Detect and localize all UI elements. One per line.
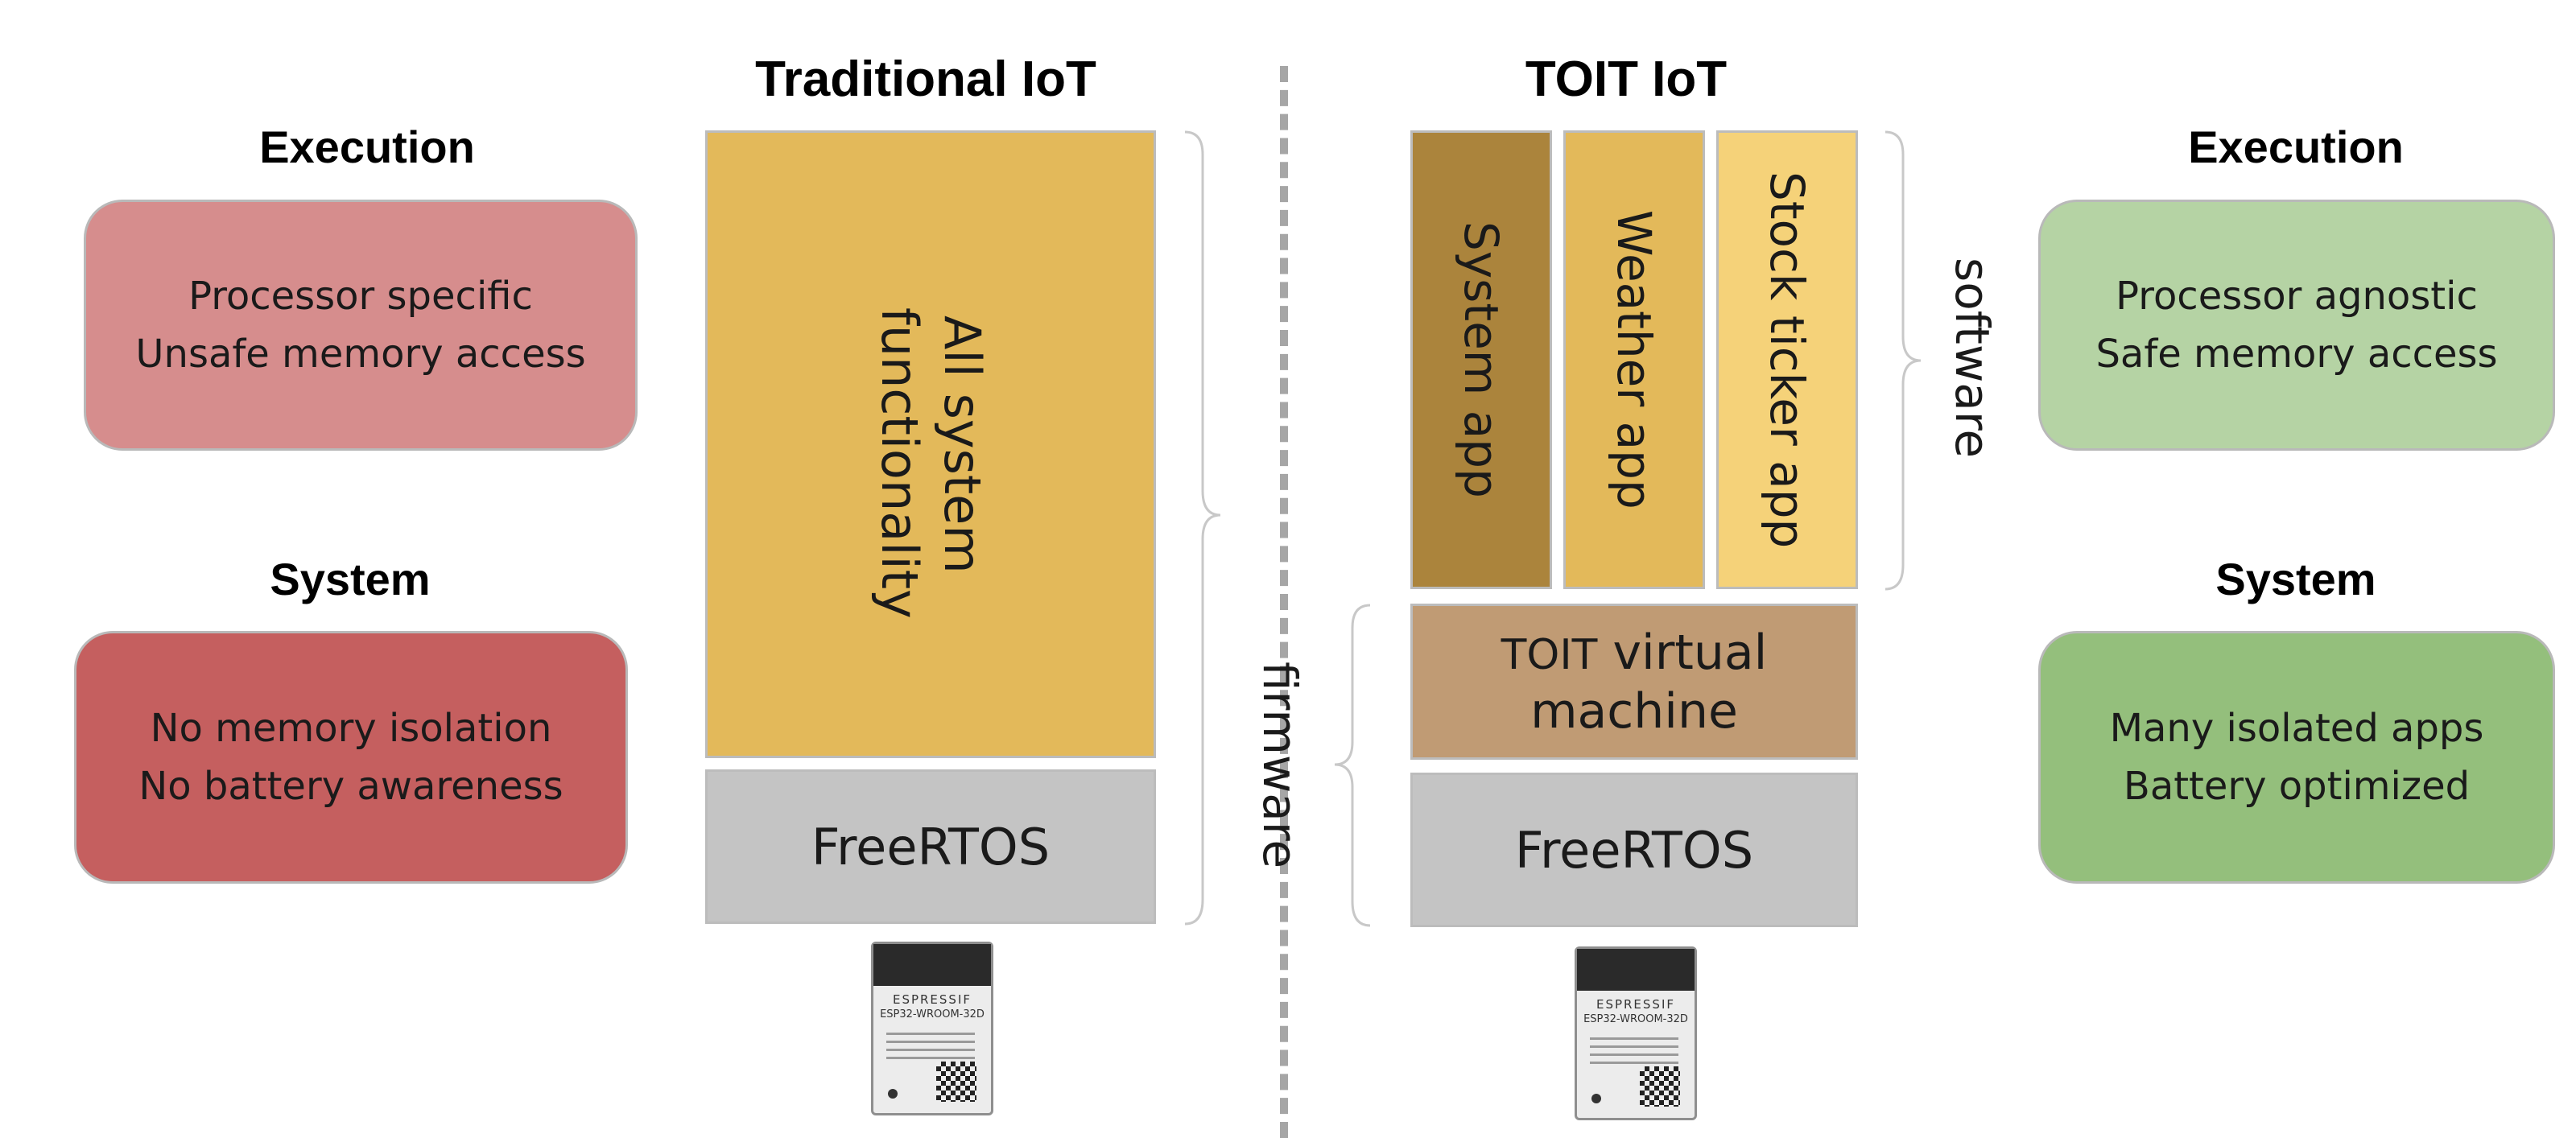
right-system-card: Many isolated apps Battery optimized [2038, 631, 2555, 884]
left-system-card: No memory isolation No battery awareness [74, 631, 628, 884]
chip-model: ESP32-WROOM-32D [880, 1008, 985, 1020]
system-app-block: System app [1410, 130, 1552, 589]
right-system-line-2: Battery optimized [2123, 764, 2471, 809]
chip-text-lines [886, 1033, 975, 1065]
left-execution-line-2: Unsafe memory access [135, 332, 586, 377]
left-firmware-brace [1184, 130, 1221, 926]
right-system-heading: System [2215, 554, 2376, 604]
chip-text-lines [1590, 1037, 1678, 1070]
right-firmware-brace [1334, 604, 1371, 927]
right-execution-heading: Execution [2188, 122, 2404, 172]
chip-brand: ESPRESSIF [892, 992, 972, 1007]
weather-app-label: Weather app [1607, 210, 1662, 509]
left-freertos-block: FreeRTOS [705, 769, 1156, 924]
chip-qr-code [936, 1062, 976, 1102]
system-app-label: System app [1454, 221, 1509, 498]
stock-ticker-app-label: Stock ticker app [1760, 171, 1814, 549]
right-execution-card: Processor agnostic Safe memory access [2038, 200, 2555, 451]
left-execution-card: Processor specific Unsafe memory access [84, 200, 638, 451]
left-system-heading: System [270, 554, 431, 604]
right-freertos-label: FreeRTOS [1514, 820, 1754, 880]
center-divider [1280, 66, 1288, 1138]
chip-dot [1591, 1094, 1601, 1103]
left-system-line-1: No memory isolation [150, 706, 552, 751]
toit-vm-text: virtual [1612, 624, 1768, 681]
right-freertos-block: FreeRTOS [1410, 773, 1858, 927]
right-esp32-chip: ESPRESSIF ESP32-WROOM-32D [1575, 946, 1697, 1120]
chip-antenna [873, 944, 991, 986]
stock-ticker-app-block: Stock ticker app [1716, 130, 1858, 589]
weather-app-block: Weather app [1563, 130, 1705, 589]
traditional-iot-title: Traditional IoT [755, 52, 1096, 107]
toit-vm-brand: TOIT [1501, 630, 1598, 679]
chip-brand: ESPRESSIF [1596, 997, 1676, 1012]
software-label: software [1945, 258, 2000, 459]
left-execution-heading: Execution [259, 122, 475, 172]
chip-dot [888, 1089, 898, 1099]
software-brace [1885, 130, 1922, 591]
left-esp32-chip: ESPRESSIF ESP32-WROOM-32D [871, 942, 993, 1115]
chip-qr-code [1640, 1066, 1680, 1107]
chip-antenna [1577, 949, 1695, 991]
left-execution-line-1: Processor specific [188, 274, 533, 319]
toit-vm-line-1: TOIT virtual [1501, 625, 1768, 683]
toit-vm-block: TOIT virtual machine [1410, 604, 1858, 760]
toit-iot-title: TOIT IoT [1525, 52, 1728, 107]
left-system-line-2: No battery awareness [138, 764, 564, 809]
left-freertos-label: FreeRTOS [811, 817, 1051, 876]
right-execution-line-2: Safe memory access [2095, 332, 2498, 377]
firmware-label: firmware [1253, 662, 1307, 869]
right-execution-line-1: Processor agnostic [2116, 274, 2478, 319]
all-system-functionality-label: All system functionality [870, 307, 992, 619]
all-system-functionality-block: All system functionality [705, 130, 1156, 758]
chip-model: ESP32-WROOM-32D [1583, 1013, 1688, 1025]
right-system-line-1: Many isolated apps [2109, 706, 2484, 751]
toit-vm-line-2: machine [1530, 682, 1738, 740]
